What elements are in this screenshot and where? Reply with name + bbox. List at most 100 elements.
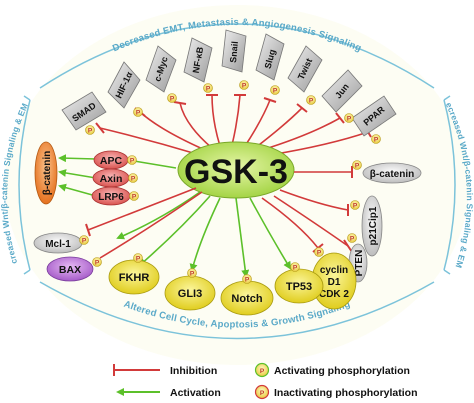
svg-text:P: P	[273, 87, 278, 94]
svg-text:P: P	[353, 202, 358, 209]
node-beta-catenin-right	[362, 162, 422, 184]
bottom-arc	[39, 281, 435, 340]
inhibition-line-cyclin	[261, 197, 319, 249]
svg-text:P: P	[132, 193, 137, 200]
legend-activating-label: Activating phosphorylation	[274, 365, 410, 377]
label-snail: Snail	[228, 41, 240, 63]
svg-text:P: P	[347, 115, 352, 122]
svg-text:P: P	[136, 255, 141, 262]
target-smad: SMAD	[61, 91, 107, 131]
label-fkhr: FKHR	[119, 272, 150, 284]
svg-text:P: P	[206, 85, 211, 92]
activation-arrows-complex	[58, 154, 97, 197]
label-tp53: TP53	[286, 281, 312, 293]
label-bax: BAX	[59, 264, 81, 276]
label-notch: Notch	[231, 293, 262, 305]
phospho-icon: P	[270, 85, 280, 95]
svg-text:P: P	[245, 276, 250, 283]
label-d1: D1	[328, 277, 341, 288]
legend-activating-phospho: P Activating phosphorylation	[254, 362, 410, 378]
phospho-icon: P	[133, 253, 143, 263]
svg-text:P: P	[242, 82, 247, 89]
inhibition-line-mcl1	[87, 187, 197, 231]
phospho-icon: P	[128, 173, 138, 183]
phospho-icon: P	[85, 125, 95, 135]
svg-text:P: P	[190, 270, 195, 277]
phospho-icon: P	[242, 274, 252, 284]
label-nfkb: NF-κB	[191, 46, 206, 74]
svg-text:P: P	[317, 249, 322, 256]
svg-text:P: P	[131, 175, 136, 182]
label-pten: PTEN	[354, 250, 365, 277]
target-hif1a: HIF-1α	[107, 61, 141, 109]
phospho-icon: P	[352, 160, 362, 170]
gsk3-label: GSK-3	[184, 153, 288, 191]
label-axin: Axin	[100, 173, 123, 185]
svg-text:P: P	[130, 157, 135, 164]
svg-text:P: P	[88, 127, 93, 134]
node-bax	[46, 256, 94, 282]
legend-inhibition: Inhibition	[113, 364, 217, 377]
top-targets: SMAD HIF-1α c-Myc NF-κB Snail Slug Twist	[61, 29, 397, 137]
svg-text:P: P	[293, 264, 298, 271]
left-arc	[18, 99, 31, 271]
phospho-icon: P	[314, 247, 324, 257]
label-slug: Slug	[263, 48, 278, 69]
target-twist: Twist	[287, 45, 323, 93]
svg-text:P: P	[82, 237, 87, 244]
target-ppar: PPAR	[351, 95, 397, 137]
phospho-icon: P	[203, 83, 213, 93]
label-beta-catenin-right: β-catenin	[370, 169, 414, 180]
inhibition-line-bax	[99, 191, 203, 259]
phospho-top: P P P P P P P P P	[85, 80, 381, 144]
node-beta-catenin-left	[34, 141, 58, 205]
legend: Inhibition Activation P Activating phosp…	[113, 362, 418, 400]
legend-activation-label: Activation	[170, 387, 221, 399]
svg-text:P: P	[350, 235, 355, 242]
phospho-icon: P	[167, 93, 177, 103]
phospho-icon: P	[371, 134, 381, 144]
legend-inhibition-label: Inhibition	[170, 365, 217, 377]
phospho-icon: P	[133, 107, 143, 117]
target-slug: Slug	[255, 33, 285, 81]
svg-text:P: P	[170, 95, 175, 102]
legend-inactivating-phospho: P Inactivating phosphorylation	[254, 384, 418, 400]
label-mcl1: Mcl-1	[45, 239, 71, 250]
top-arc	[39, 23, 435, 89]
target-nfkb: NF-κB	[183, 37, 213, 83]
svg-text:P: P	[260, 390, 265, 397]
svg-text:P: P	[309, 97, 314, 104]
phospho-icon: P	[127, 155, 137, 165]
target-cmyc: c-Myc	[145, 45, 177, 93]
label-gli3: GLI3	[178, 288, 202, 300]
label-beta-catenin-left: β-catenin	[42, 151, 53, 195]
phospho-icon: P	[92, 257, 102, 267]
label-cdk2: CDK 2	[319, 289, 349, 300]
label-apc: APC	[100, 155, 123, 167]
target-jun: Jun	[321, 69, 363, 113]
label-cyclin: cyclin	[320, 265, 348, 276]
right-arc	[443, 99, 456, 271]
svg-text:P: P	[136, 109, 141, 116]
inhibition-lines-right	[273, 189, 349, 247]
left-complex: APC Axin LRP6 P P P	[91, 150, 139, 206]
phospho-icon: P	[290, 262, 300, 272]
phospho-icon: P	[350, 200, 360, 210]
target-snail: Snail	[221, 29, 247, 73]
phospho-icon: P	[129, 191, 139, 201]
phospho-icon: P	[239, 80, 249, 90]
label-p21cip1: p21Cip1	[368, 206, 379, 245]
node-p21cip1	[361, 195, 383, 257]
svg-text:P: P	[95, 259, 100, 266]
phospho-icon: P	[187, 268, 197, 278]
legend-inactivating-label: Inactivating phosphorylation	[274, 387, 418, 399]
phospho-icon: P	[347, 233, 357, 243]
phospho-icon: P	[79, 235, 89, 245]
svg-text:P: P	[355, 162, 360, 169]
activation-arrows-bottom	[116, 191, 292, 278]
legend-activation: Activation	[116, 387, 221, 399]
svg-text:P: P	[374, 136, 379, 143]
label-lrp6: LRP6	[98, 192, 124, 203]
